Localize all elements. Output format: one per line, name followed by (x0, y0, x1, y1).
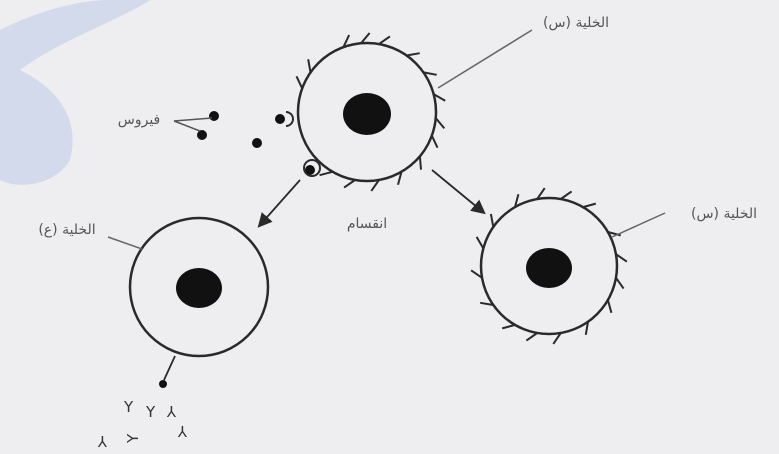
receptor-spike (407, 53, 420, 55)
nucleus (343, 93, 391, 135)
receptor-spike (561, 191, 572, 199)
nucleus (526, 248, 572, 288)
label-line-a (108, 237, 142, 249)
virus-particle (197, 130, 207, 140)
virus-label-line (174, 118, 212, 121)
receptor-spike (361, 33, 370, 43)
receptor-spike (491, 214, 493, 227)
label-cell-a: الخلية (ع) (38, 222, 95, 238)
label-cell-s-top: الخلية (س) (543, 15, 609, 31)
virus-particle (252, 138, 262, 148)
receptor-spike (308, 59, 310, 72)
label-line-s-top (438, 30, 532, 88)
virus-particle (275, 114, 285, 124)
division-arrow-right (432, 170, 483, 212)
nucleus (176, 268, 222, 308)
cell-a (130, 218, 268, 356)
antibody-symbol: Y (145, 403, 156, 421)
label-virus: فيروس (118, 112, 161, 128)
antibody-symbol: Y (166, 402, 177, 420)
receptor-spike (616, 278, 624, 289)
antibody-symbol: Y (177, 422, 188, 440)
label-division: انقسام (347, 216, 387, 232)
cell-s-right (471, 188, 627, 344)
antibody-symbol: Y (97, 432, 108, 450)
antibodies: Y Y Y Y Y Y (97, 398, 188, 450)
virus-particle (209, 111, 219, 121)
antibody-symbol: Y (123, 398, 134, 416)
receptor-spike (477, 237, 484, 249)
receptor-spike (526, 333, 537, 341)
receptor-spike (502, 325, 515, 329)
receptor-spike (379, 36, 390, 44)
receptor-spike (583, 204, 596, 208)
receptor-spike (432, 136, 438, 148)
division-arrow-left (260, 180, 300, 225)
receptor-spike (420, 156, 421, 169)
receptor-spike (320, 172, 333, 175)
watermark-shape (0, 0, 150, 185)
cell-s-top (297, 33, 446, 191)
antibody-symbol: Y (124, 433, 142, 444)
receptor-spike (297, 76, 303, 88)
label-line-s-right (612, 213, 665, 237)
receptor-spike (436, 118, 445, 128)
antibody-arrow (164, 356, 175, 380)
receptor-spike (608, 300, 612, 313)
receptor-spike (344, 180, 355, 188)
label-cell-s-right: الخلية (س) (691, 206, 757, 222)
